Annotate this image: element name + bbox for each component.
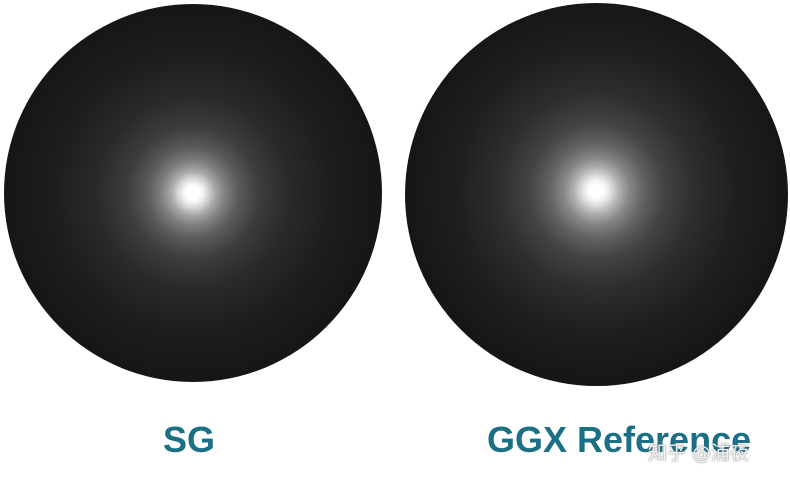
ggx-reference-caption: GGX Reference (487, 419, 752, 460)
sg-caption: SG (163, 419, 216, 460)
ggx-reference-sphere-render (405, 3, 788, 386)
zhihu-watermark: 知乎 @浦夜 (648, 442, 750, 464)
sg-sphere-render (4, 4, 382, 382)
